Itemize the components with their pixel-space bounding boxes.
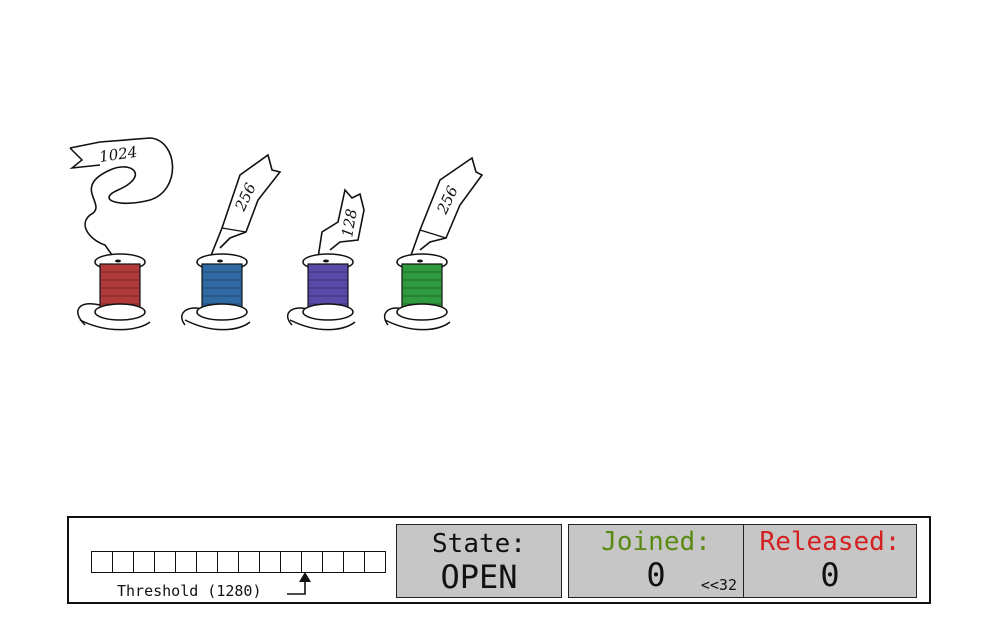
buffer-cell <box>133 551 155 573</box>
joined-shift-label: <<32 <box>700 576 737 594</box>
joined-value: 0 <box>646 556 666 594</box>
released-title: Released: <box>759 527 901 557</box>
buffer-cell <box>91 551 113 573</box>
buffer-cell <box>322 551 344 573</box>
spool-1-thread <box>99 263 141 311</box>
buffer-cells <box>91 551 386 573</box>
buffer-cell <box>238 551 260 573</box>
buffer-cell <box>154 551 176 573</box>
spool-3-label: 128 <box>338 207 361 238</box>
buffer-cell <box>112 551 134 573</box>
buffer-cell <box>217 551 239 573</box>
spool-2-thread <box>201 263 243 311</box>
buffer-cell <box>196 551 218 573</box>
buffer-cell <box>175 551 197 573</box>
state-box: State: OPEN <box>396 524 562 598</box>
buffer-cell <box>259 551 281 573</box>
stats-box: Joined: 0 <<32 Released: 0 <box>568 524 917 598</box>
spool-3: 128 <box>286 188 365 331</box>
spool-4: 256 <box>383 156 484 331</box>
released-value: 0 <box>820 556 840 594</box>
buffer-cell <box>364 551 386 573</box>
spool-2: 256 <box>181 153 282 331</box>
buffer-cell <box>343 551 365 573</box>
spool-1-label: 1024 <box>98 143 138 166</box>
threshold-marker <box>287 572 311 595</box>
spool-1: 1024 <box>69 137 174 331</box>
spool-3-thread <box>307 263 349 311</box>
spool-4-thread <box>401 263 443 311</box>
released-box: Released: 0 <box>743 525 917 597</box>
state-value: OPEN <box>440 558 518 596</box>
status-panel: Threshold (1280) State: OPEN Joined: 0 <… <box>67 516 931 604</box>
state-title: State: <box>432 529 526 559</box>
joined-title: Joined: <box>601 527 711 557</box>
joined-box: Joined: 0 <<32 <box>569 525 744 597</box>
threshold-arrow-icon <box>299 572 311 582</box>
threshold-label: Threshold (1280) <box>117 582 262 600</box>
